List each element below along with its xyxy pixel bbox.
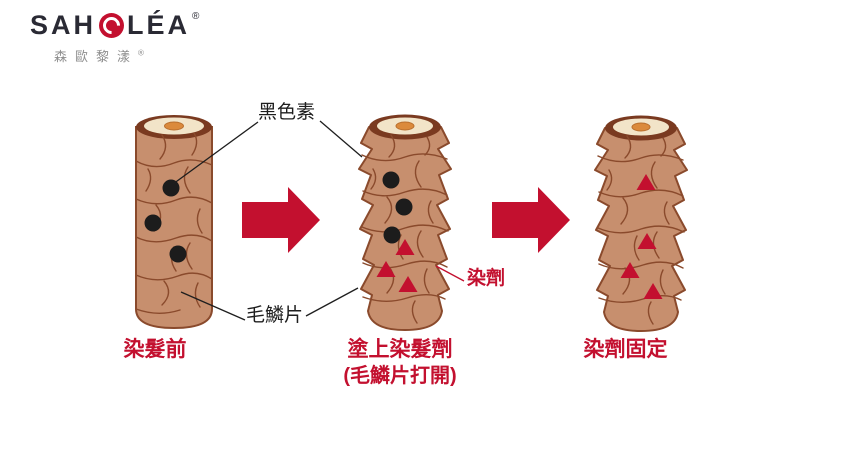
caption-stage-during-line2: (毛鱗片打開) — [343, 365, 457, 388]
leader-line-melanin-right — [319, 120, 363, 158]
label-melanin: 黑色素 — [258, 102, 316, 123]
marker-layer-before — [144, 179, 187, 263]
brand-chinese-name: 森歐黎漾® — [54, 46, 202, 65]
dye-triangle — [620, 262, 640, 278]
leader-line-melanin-left — [172, 121, 259, 185]
dye-triangle — [395, 239, 415, 255]
dye-triangle — [643, 283, 663, 299]
label-dye: 染劑 — [467, 268, 506, 289]
brand-wordmark: SAH LÉA ® — [30, 12, 202, 39]
brand-logo: SAH LÉA ® 森歐黎漾® — [30, 12, 202, 65]
leader-lines — [172, 120, 363, 321]
dye-triangle — [637, 233, 657, 249]
leader-line-dye — [435, 265, 465, 282]
leader-line-cuticle-right — [305, 287, 359, 317]
hair-strand-after — [594, 114, 688, 332]
wordmark-post: LÉA — [127, 10, 191, 40]
marker-layer-after — [620, 174, 663, 299]
melanin-dot — [383, 226, 401, 244]
melanin-dot — [169, 245, 187, 263]
chinese-name-text: 森歐黎漾 — [54, 49, 139, 64]
leader-line-cuticle-left — [180, 291, 246, 321]
dye-triangle — [398, 276, 418, 292]
melanin-dot — [162, 179, 180, 197]
hair-strand-during — [358, 113, 452, 331]
arrow-right-icon — [242, 187, 320, 253]
hair-strand-before — [135, 114, 213, 329]
label-cuticle: 毛鱗片 — [246, 305, 304, 326]
wordmark-pre: SAH — [30, 10, 97, 40]
dye-triangle — [636, 174, 656, 190]
melanin-dot — [395, 198, 413, 216]
registered-mark: ® — [192, 11, 203, 22]
caption-stage-before: 染髮前 — [123, 338, 187, 361]
marker-layer-during — [376, 171, 418, 292]
caption-stage-during-line1: 塗上染髮劑 — [347, 338, 453, 361]
registered-mark-small: ® — [138, 48, 144, 58]
arrow-right-icon — [492, 187, 570, 253]
melanin-dot — [382, 171, 400, 189]
melanin-dot — [144, 214, 162, 232]
dye-triangle — [376, 261, 396, 277]
caption-stage-during: 塗上染髮劑 (毛鱗片打開) — [315, 337, 485, 388]
brand-o-icon — [99, 13, 125, 38]
caption-stage-after: 染劑固定 — [583, 338, 668, 361]
